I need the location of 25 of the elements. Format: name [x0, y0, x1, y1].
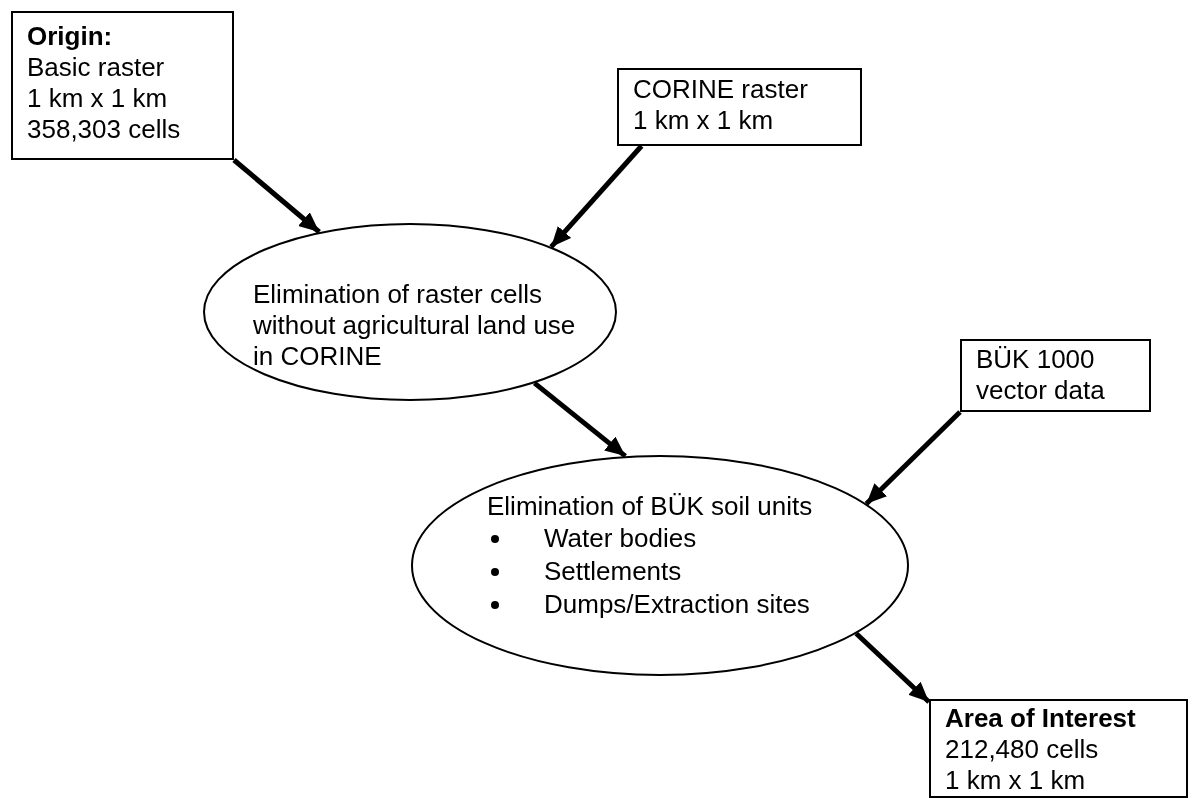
node-text: Elimination of raster cells without agricultural land use in CORINE [253, 279, 577, 372]
heading-text: Origin: [27, 21, 113, 52]
process-box [929, 699, 1188, 798]
node-text: 212,480 cells [945, 734, 1099, 765]
node-text: 358,303 cells [27, 114, 181, 145]
process-box [960, 339, 1151, 412]
node-text: 1 km x 1 km [945, 765, 1086, 796]
list-item-text: Dumps/Extraction sites [544, 588, 810, 621]
node-text: Basic raster [27, 52, 165, 83]
process-box [11, 11, 234, 160]
list-item-text: Water bodies [544, 522, 697, 555]
node-text: 1 km x 1 km [633, 105, 774, 136]
arrow [864, 410, 962, 506]
node-text: CORINE raster [633, 74, 808, 105]
node-text: BÜK 1000 [976, 344, 1095, 375]
node-text: vector data [976, 375, 1105, 406]
arrow [533, 381, 627, 459]
process-box [617, 68, 862, 146]
arrow [232, 158, 321, 234]
node-text: 1 km x 1 km [27, 83, 168, 114]
arrow [854, 631, 931, 704]
list-item-text: Settlements [544, 555, 682, 588]
heading-text: Area of Interest [945, 703, 1136, 734]
node-text: Elimination of BÜK soil units [487, 491, 813, 522]
arrow [549, 144, 644, 249]
